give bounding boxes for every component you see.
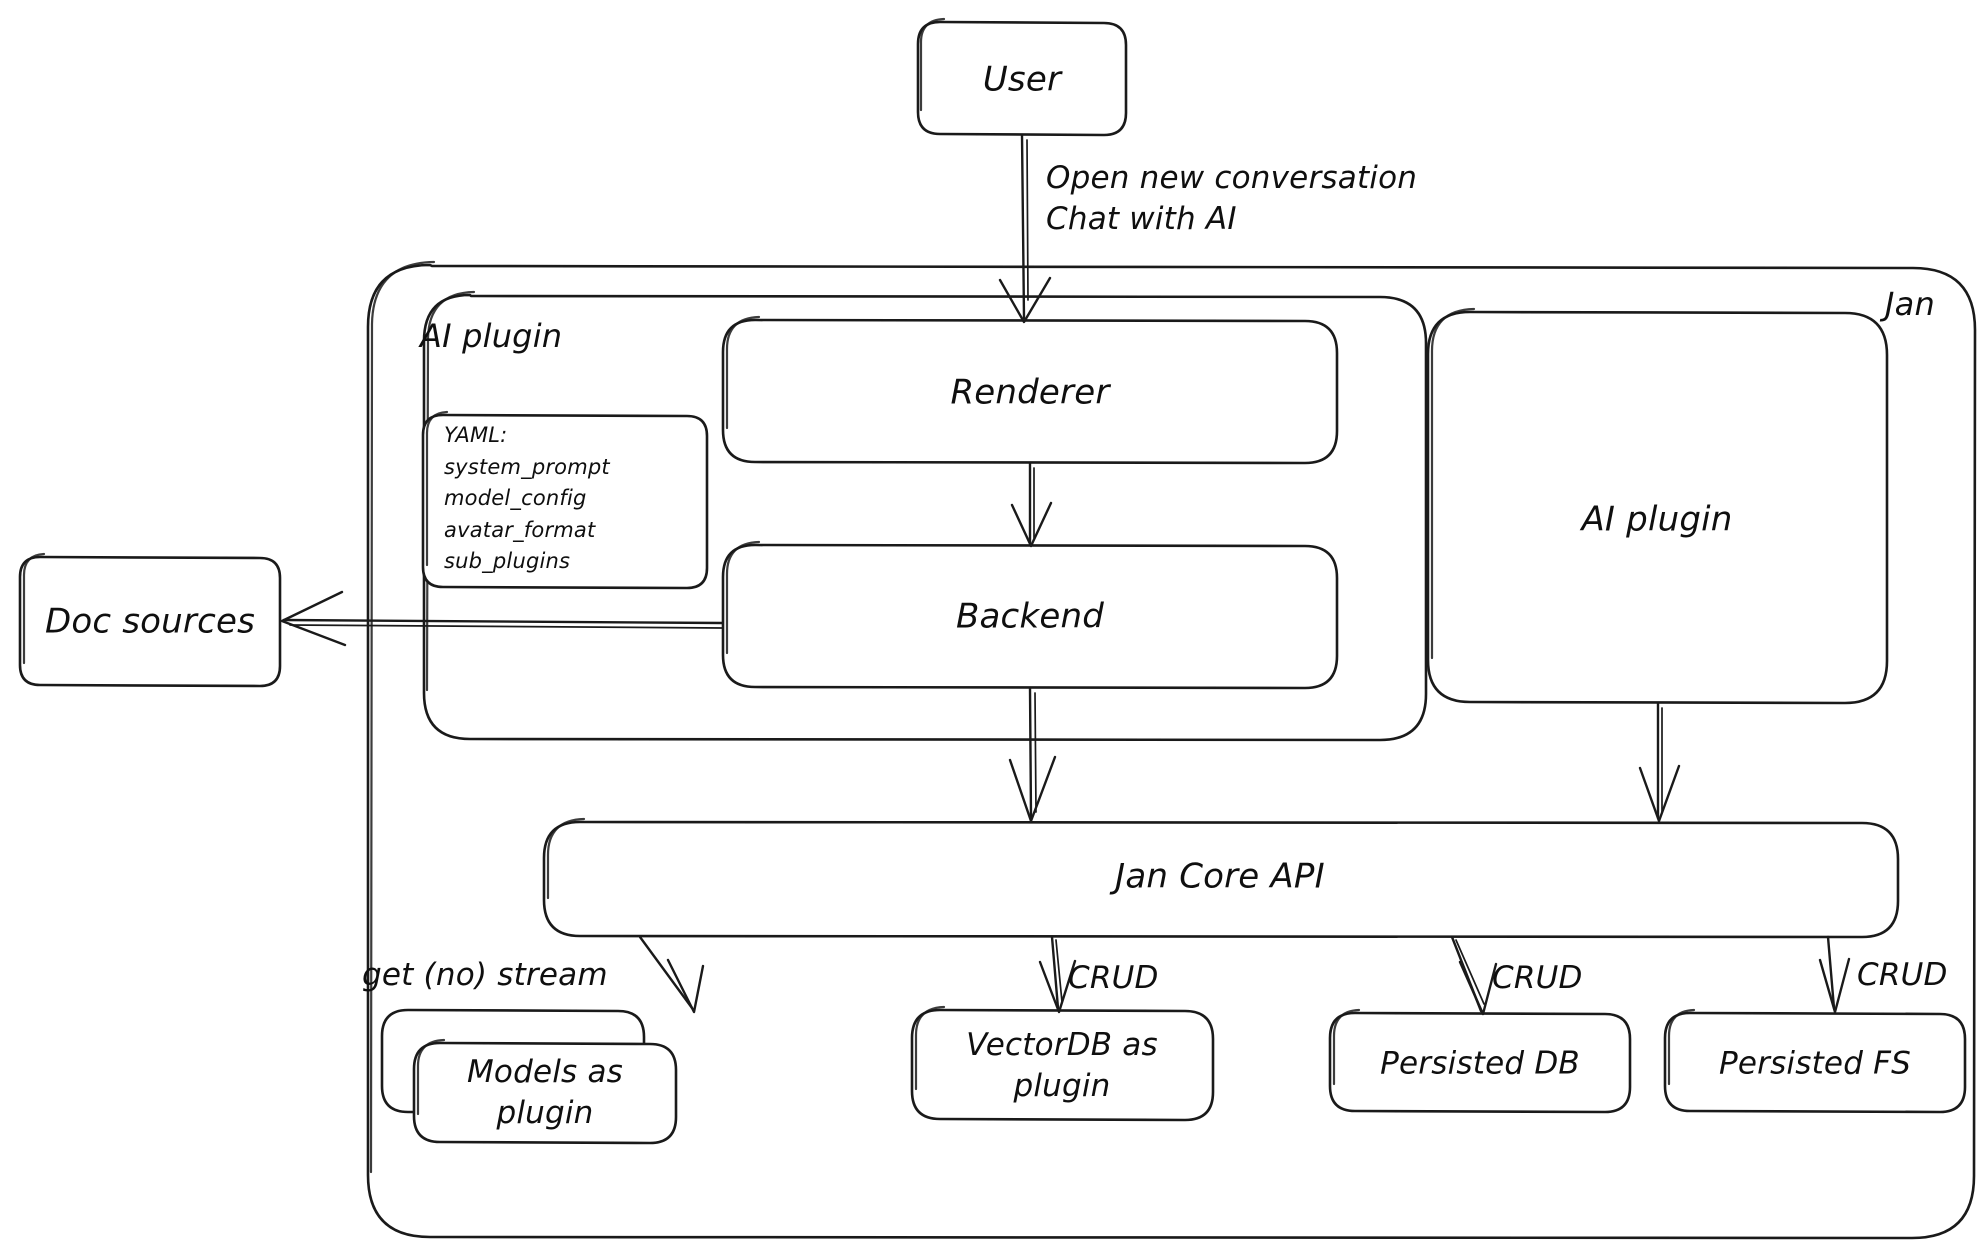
persisted-fs-box-shape bbox=[1663, 1008, 1967, 1114]
edge-label-crud-vectordb: CRUD bbox=[1068, 960, 1159, 996]
edge-backend-to-doc-sources bbox=[280, 590, 724, 647]
yaml-box-shape bbox=[421, 410, 709, 590]
persisted-fs-label: Persisted FS bbox=[1718, 1045, 1912, 1082]
yaml-box-text: YAML: system_prompt model_config avatar_… bbox=[444, 423, 610, 573]
user-label: User bbox=[982, 59, 1062, 100]
ai-plugin-container-shape bbox=[422, 290, 1428, 742]
edge-ai-plugin-to-core-api bbox=[1638, 701, 1681, 823]
jan-container-label: Jan bbox=[1885, 285, 1935, 323]
models-plugin-box-shape bbox=[380, 1008, 678, 1145]
doc-sources-label: Doc sources bbox=[44, 601, 256, 642]
renderer-box-shape bbox=[721, 315, 1339, 465]
edge-renderer-to-backend bbox=[1010, 461, 1053, 548]
jan-container-shape bbox=[366, 260, 1977, 1240]
edge-label-crud-db: CRUD bbox=[1492, 960, 1583, 996]
jan-core-api-label: Jan Core API bbox=[1115, 856, 1325, 897]
backend-label: Backend bbox=[956, 596, 1104, 637]
edge-user-to-renderer bbox=[998, 133, 1052, 324]
edge-core-api-to-models bbox=[638, 935, 705, 1014]
models-plugin-label: Models as plugin bbox=[466, 1054, 624, 1131]
edge-label-get-stream: get (no) stream bbox=[362, 957, 608, 993]
user-box-shape bbox=[916, 17, 1128, 137]
edge-label-user-to-renderer: Open new conversation Chat with AI bbox=[1046, 160, 1418, 237]
edge-core-api-to-vectordb bbox=[1038, 935, 1077, 1014]
ai-plugin-right-label: AI plugin bbox=[1581, 499, 1733, 540]
ai-plugin-right-box-shape bbox=[1426, 307, 1889, 705]
persisted-db-box-shape bbox=[1328, 1008, 1632, 1114]
vectordb-plugin-label: VectorDB as plugin bbox=[966, 1027, 1158, 1104]
jan-core-api-box-shape bbox=[542, 817, 1900, 939]
edge-label-crud-fs: CRUD bbox=[1857, 957, 1948, 993]
edge-core-api-to-persisted-fs bbox=[1818, 935, 1851, 1014]
edge-core-api-to-persisted-db bbox=[1450, 935, 1498, 1016]
renderer-label: Renderer bbox=[950, 372, 1110, 413]
backend-box-shape bbox=[721, 540, 1339, 690]
vectordb-plugin-box-shape bbox=[910, 1005, 1215, 1122]
persisted-db-label: Persisted DB bbox=[1380, 1045, 1580, 1082]
doc-sources-box-shape bbox=[18, 552, 282, 688]
ai-plugin-container-label: AI plugin bbox=[420, 317, 563, 355]
edge-backend-to-core-api bbox=[1008, 686, 1057, 823]
